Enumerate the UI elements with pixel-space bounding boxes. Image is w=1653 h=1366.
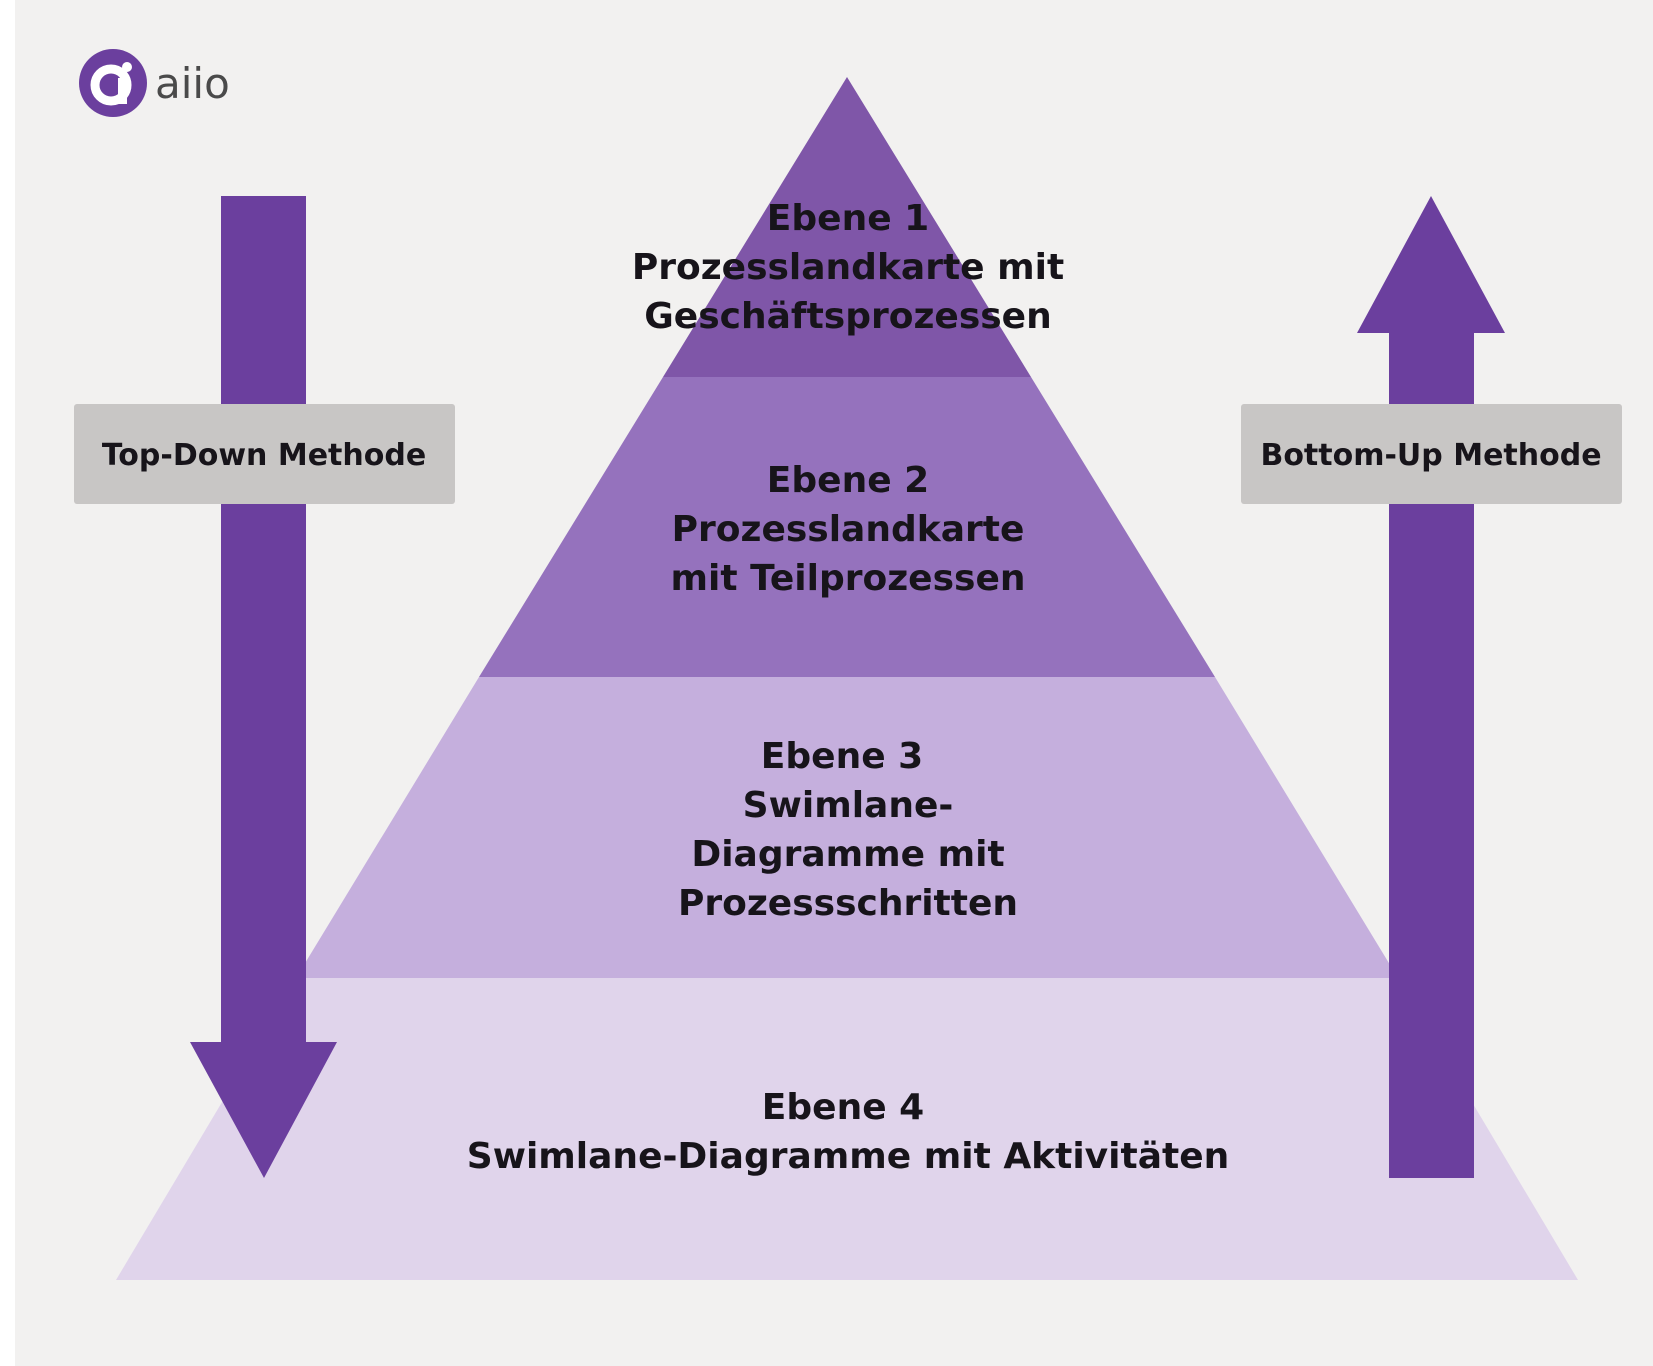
level-1-title: Ebene 1	[767, 198, 929, 239]
level-4-line: Swimlane-Diagramme mit Aktivitäten	[467, 1136, 1229, 1177]
aiio-logo: aiio	[79, 49, 230, 117]
top-down-arrow	[190, 196, 337, 1178]
level-3-text: Ebene 3 Swimlane- Diagramme mit Prozesss…	[678, 736, 1018, 924]
level-4-title: Ebene 4	[762, 1087, 924, 1128]
arrow-up-icon	[1357, 196, 1505, 333]
top-down-label: Top-Down Methode	[74, 404, 455, 504]
logo-mark-icon	[79, 49, 147, 117]
level-4-band	[116, 978, 1578, 1280]
diagram-canvas: aiio Top-Down Methode Bottom-Up Methode …	[15, 0, 1653, 1366]
level-1-line: Prozesslandkarte mit	[632, 247, 1064, 288]
level-2-line: mit Teilprozessen	[671, 558, 1026, 599]
level-2-line: Prozesslandkarte	[672, 509, 1025, 550]
level-3-title: Ebene 3	[761, 736, 923, 777]
level-2-title: Ebene 2	[767, 460, 929, 501]
level-2-text: Ebene 2 Prozesslandkarte mit Teilprozess…	[671, 460, 1026, 599]
bottom-up-label: Bottom-Up Methode	[1241, 404, 1622, 504]
bottom-up-label-text: Bottom-Up Methode	[1260, 438, 1601, 473]
logo-text: aiio	[155, 59, 230, 108]
level-1-line: Geschäftsprozessen	[644, 296, 1051, 337]
level-1-band	[663, 77, 1031, 377]
level-1-text: Ebene 1 Prozesslandkarte mit Geschäftspr…	[632, 198, 1064, 337]
level-3-line: Diagramme mit	[691, 834, 1004, 875]
pyramid-diagram: aiio Top-Down Methode Bottom-Up Methode …	[74, 49, 1622, 1280]
level-3-line: Swimlane-	[743, 785, 954, 826]
arrow-down-icon	[190, 1042, 337, 1178]
level-3-band	[296, 677, 1398, 978]
level-3-line: Prozessschritten	[678, 883, 1018, 924]
top-down-label-text: Top-Down Methode	[102, 438, 426, 473]
level-2-band	[479, 377, 1215, 677]
level-4-text: Ebene 4 Swimlane-Diagramme mit Aktivität…	[467, 1087, 1229, 1177]
